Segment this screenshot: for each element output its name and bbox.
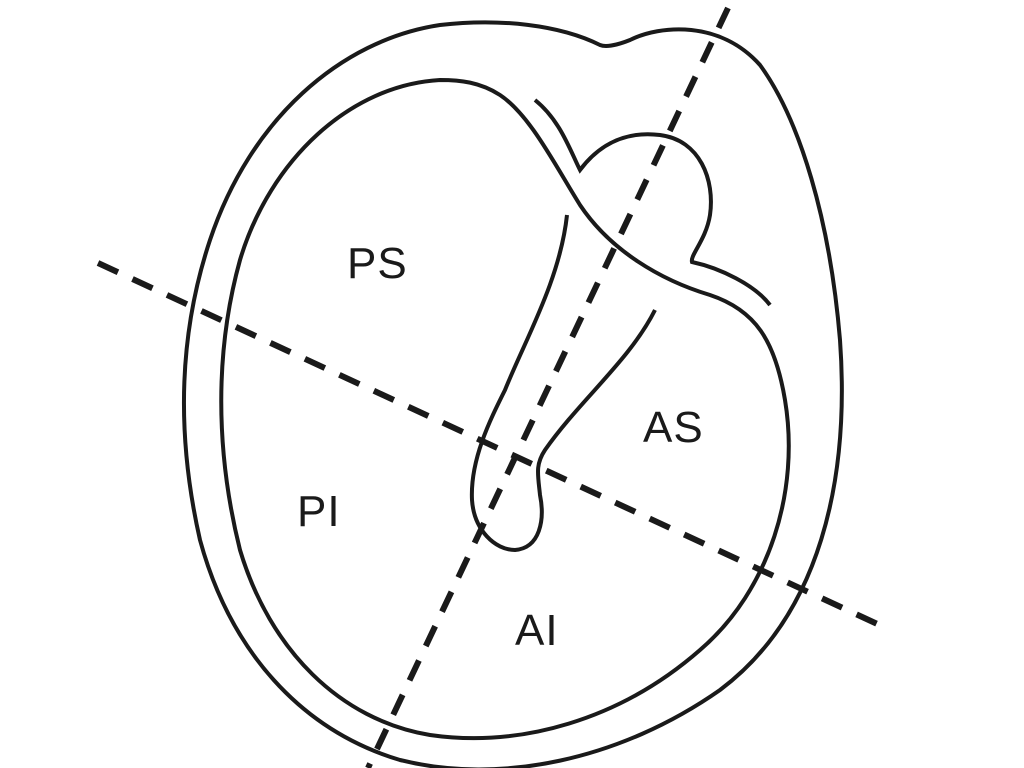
pars-flaccida-line: [533, 98, 772, 307]
malleus-axis-dashed-line: [365, 6, 731, 768]
label-anterior-inferior: AI: [515, 606, 559, 655]
malleus-handle: [469, 214, 657, 553]
label-posterior-inferior: PI: [297, 487, 341, 536]
label-anterior-superior: AS: [643, 403, 704, 452]
outer-annulus: [182, 20, 844, 768]
perpendicular-axis-dashed-line: [96, 260, 888, 631]
label-posterior-superior: PS: [347, 239, 408, 288]
inner-membrane: [219, 77, 791, 741]
